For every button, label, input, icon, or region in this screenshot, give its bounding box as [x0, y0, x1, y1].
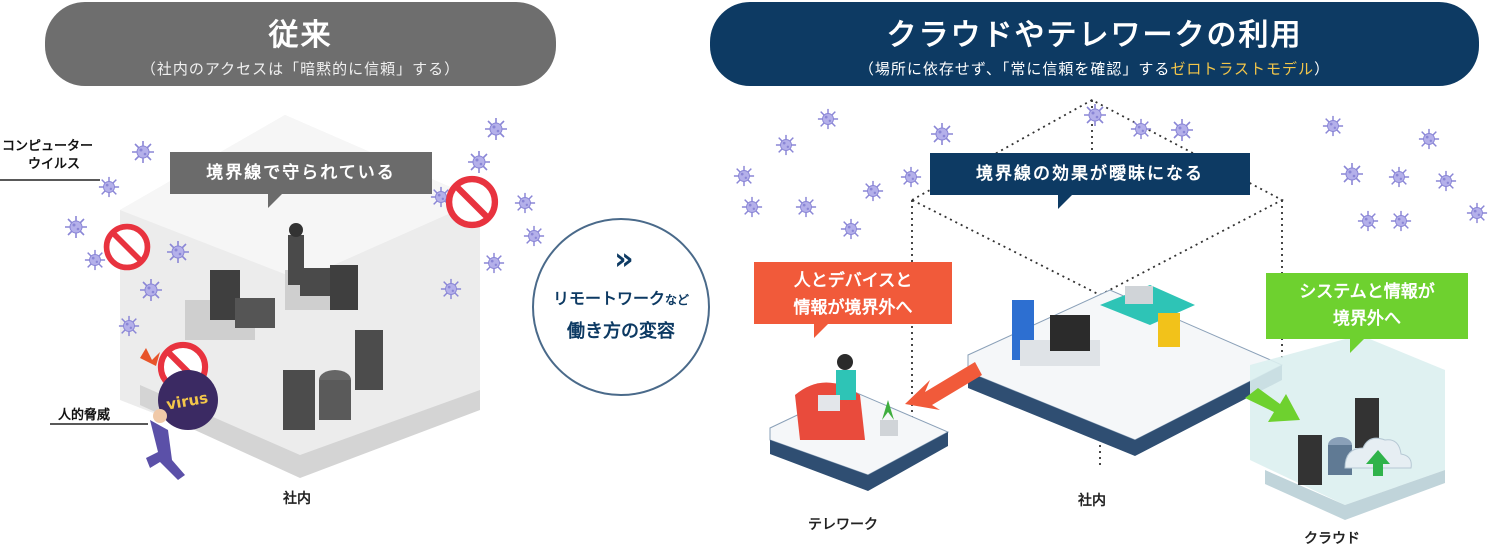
- left-header-subtitle: （社内のアクセスは「暗黙的に信頼」する）: [140, 60, 461, 78]
- callout-systems-out-line2: 境界外へ: [1333, 309, 1401, 329]
- computer-virus-label-line1: コンピューター: [2, 139, 94, 154]
- callout-boundary-blurred: 境界線の効果が曖昧になる: [930, 153, 1250, 209]
- transition-line1-small: など: [665, 293, 690, 307]
- callout-systems-out-line1: システムと情報が: [1299, 282, 1435, 302]
- left-header: 従来 （社内のアクセスは「暗黙的に信頼」する）: [45, 2, 556, 86]
- cloud-block: [1250, 335, 1445, 520]
- transition-line1: リモートワークなど: [534, 285, 708, 309]
- callout-people-out-line2: 情報が境界外へ: [793, 298, 913, 318]
- subtitle-highlight: ゼロトラストモデル: [1170, 60, 1315, 78]
- computer-virus-label: コンピューター ウイルス: [2, 138, 93, 174]
- callout-systems-out: システムと情報が 境界外へ: [1266, 273, 1468, 353]
- left-header-title: 従来: [268, 18, 333, 53]
- office-right-label: 社内: [1078, 493, 1106, 509]
- callout-people-out-line1: 人とデバイスと: [793, 271, 913, 291]
- right-header-title: クラウドやテレワークの利用: [886, 18, 1303, 53]
- callout-people-out: 人とデバイスと 情報が境界外へ: [754, 262, 952, 338]
- transition-circle: » リモートワークなど 働き方の変容: [532, 218, 710, 396]
- right-office-block: [967, 285, 1284, 456]
- human-threat-label: 人的脅威: [58, 408, 111, 423]
- block-icon: [449, 179, 495, 225]
- transition-line1-main: リモートワーク: [552, 289, 665, 308]
- computer-virus-label-line2: ウイルス: [28, 157, 81, 172]
- cloud-arrow: [1245, 388, 1300, 422]
- callout-boundary-protected: 境界線で守られている: [170, 152, 432, 208]
- right-header: クラウドやテレワークの利用 （場所に依存せず、「常に信頼を確認」するゼロトラスト…: [710, 2, 1479, 86]
- cloud-label: クラウド: [1304, 531, 1360, 547]
- transition-line2: 働き方の変容: [567, 321, 675, 342]
- office-left-label: 社内: [283, 491, 311, 507]
- double-chevron-icon: »: [614, 242, 633, 277]
- telework-block: [769, 354, 950, 491]
- telework-arrow: [905, 362, 982, 410]
- telework-label: テレワーク: [808, 517, 878, 533]
- right-header-subtitle: （場所に依存せず、「常に信頼を確認」するゼロトラストモデル）: [710, 58, 1479, 79]
- subtitle-pre: （場所に依存せず、「常に信頼を確認」する: [858, 60, 1171, 78]
- human-threat-figure: [140, 348, 218, 480]
- block-icon: [107, 227, 148, 268]
- subtitle-post: ）: [1314, 60, 1331, 78]
